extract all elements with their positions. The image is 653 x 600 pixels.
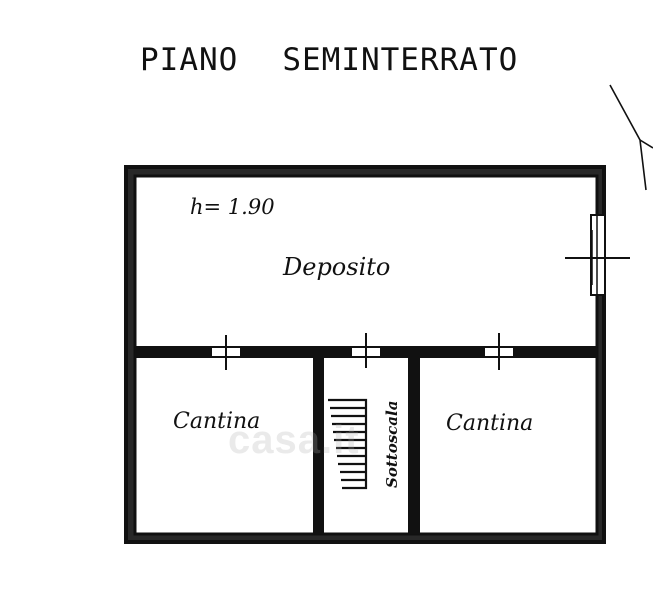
height-label: h= 1.90 xyxy=(190,195,275,219)
room-label-cantina-left: Cantina xyxy=(173,409,260,434)
stair-treads xyxy=(328,398,368,490)
plan-title: PIANO SEMINTERRATO xyxy=(140,42,518,78)
interior-wall-horizontal xyxy=(135,333,597,370)
watermark-logo: casa.it xyxy=(228,418,360,462)
title-word-seminterrato: SEMINTERRATO xyxy=(282,42,519,78)
room-label-deposito: Deposito xyxy=(282,253,390,281)
room-label-stair: Sottoscala xyxy=(383,401,401,488)
exterior-lines xyxy=(609,84,653,191)
right-window xyxy=(565,214,630,296)
interior-walls-vertical xyxy=(313,356,420,534)
title-word-piano: PIANO xyxy=(140,42,239,78)
room-label-cantina-right: Cantina xyxy=(446,411,533,436)
